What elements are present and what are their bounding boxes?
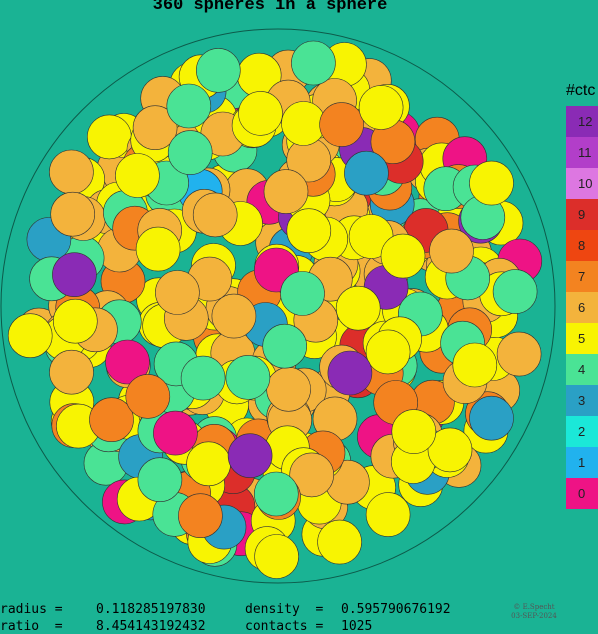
packed-sphere	[492, 269, 538, 314]
packed-sphere	[380, 233, 426, 279]
packed-sphere	[53, 298, 98, 344]
radius-value: 0.118285197830	[96, 602, 206, 617]
legend-swatch-7: 7	[566, 261, 598, 292]
packed-sphere	[89, 397, 134, 443]
packed-sphere	[358, 85, 404, 130]
legend-swatch-9: 9	[566, 199, 598, 230]
density-label: density =	[245, 602, 324, 617]
legend-swatch-10: 10	[566, 168, 598, 199]
ratio-label: ratio =	[0, 619, 63, 634]
packed-sphere	[469, 160, 514, 206]
packed-sphere	[238, 91, 283, 136]
packed-sphere	[365, 329, 411, 375]
packed-sphere	[344, 150, 389, 196]
contacts-label: contacts =	[245, 619, 324, 634]
legend-swatch-label: 2	[578, 424, 586, 439]
packed-sphere	[225, 355, 271, 400]
packed-sphere	[427, 427, 473, 473]
packed-sphere	[469, 395, 514, 441]
legend-swatch-12: 12	[566, 106, 598, 137]
legend-swatch-6: 6	[566, 292, 598, 323]
legend-swatch-label: 0	[578, 486, 586, 501]
packed-sphere	[391, 409, 437, 454]
packed-sphere	[135, 226, 181, 272]
packed-sphere	[280, 271, 325, 316]
legend-swatch-label: 12	[578, 114, 593, 129]
legend-swatch-label: 8	[578, 238, 586, 253]
packed-sphere	[263, 169, 309, 214]
page-title: 360 spheres in a sphere	[152, 0, 388, 15]
packed-sphere	[227, 433, 273, 479]
packed-sphere	[365, 492, 411, 537]
legend-swatch-label: 6	[578, 300, 586, 315]
packed-sphere	[186, 441, 231, 487]
legend-swatch-0: 0	[566, 478, 598, 509]
packed-sphere	[105, 339, 150, 385]
packed-sphere	[87, 114, 132, 160]
legend-swatch-label: 5	[578, 331, 586, 346]
packed-sphere	[452, 342, 498, 388]
legend-swatch-1: 1	[566, 447, 598, 478]
ratio-value: 8.454143192432	[96, 619, 206, 634]
packed-sphere	[155, 270, 200, 315]
packed-sphere	[49, 149, 94, 195]
legend-swatch-label: 4	[578, 362, 586, 377]
packed-sphere	[125, 374, 171, 419]
packed-sphere	[291, 40, 336, 86]
packed-sphere	[496, 331, 542, 377]
packed-sphere	[254, 534, 299, 579]
packed-sphere	[52, 252, 97, 298]
density-value: 0.595790676192	[341, 602, 451, 617]
packed-sphere	[429, 228, 474, 274]
legend-swatch-label: 3	[578, 393, 586, 408]
copyright-note: © E.Specht 03-SEP-2024	[504, 603, 564, 621]
packed-sphere	[266, 366, 311, 412]
packed-sphere	[137, 457, 183, 503]
legend-swatch-3: 3	[566, 385, 598, 416]
packed-sphere	[289, 452, 335, 498]
contacts-value: 1025	[341, 619, 373, 634]
packed-sphere	[196, 48, 241, 93]
legend-swatch-11: 11	[566, 137, 598, 168]
legend-swatch-2: 2	[566, 416, 598, 447]
legend-title: #ctc	[566, 82, 596, 99]
sphere-packing-diagram	[0, 28, 556, 584]
packed-sphere	[262, 323, 308, 369]
packed-sphere	[281, 101, 326, 146]
packed-sphere	[167, 130, 213, 175]
container-sphere-outline	[0, 28, 556, 584]
legend-swatch-label: 7	[578, 269, 586, 284]
legend-swatch-label: 1	[578, 455, 586, 470]
packed-sphere	[286, 208, 332, 253]
packed-sphere	[180, 355, 226, 401]
legend-swatch-label: 9	[578, 207, 586, 222]
packed-sphere	[211, 293, 257, 339]
packed-sphere	[166, 83, 212, 129]
packed-sphere	[115, 153, 160, 198]
legend-swatch-5: 5	[566, 323, 598, 354]
copyright-date: 03-SEP-2024	[511, 612, 557, 620]
copyright-author: © E.Specht	[513, 603, 555, 611]
packed-sphere	[50, 191, 95, 237]
packed-sphere	[132, 105, 178, 150]
legend-swatch-4: 4	[566, 354, 598, 385]
packed-sphere	[192, 192, 238, 238]
legend-swatch-label: 10	[578, 176, 593, 191]
packed-sphere	[319, 102, 364, 147]
packed-sphere	[253, 471, 299, 517]
packed-sphere	[327, 350, 373, 396]
radius-label: radius =	[0, 602, 63, 617]
packed-sphere	[49, 349, 94, 395]
packed-sphere	[178, 493, 223, 539]
packed-sphere	[335, 285, 381, 331]
legend-swatch-8: 8	[566, 230, 598, 261]
packed-sphere	[317, 519, 362, 565]
packed-sphere	[7, 313, 53, 359]
sphere-group	[7, 40, 543, 579]
packed-sphere	[153, 410, 198, 456]
legend-swatch-label: 11	[578, 145, 592, 160]
